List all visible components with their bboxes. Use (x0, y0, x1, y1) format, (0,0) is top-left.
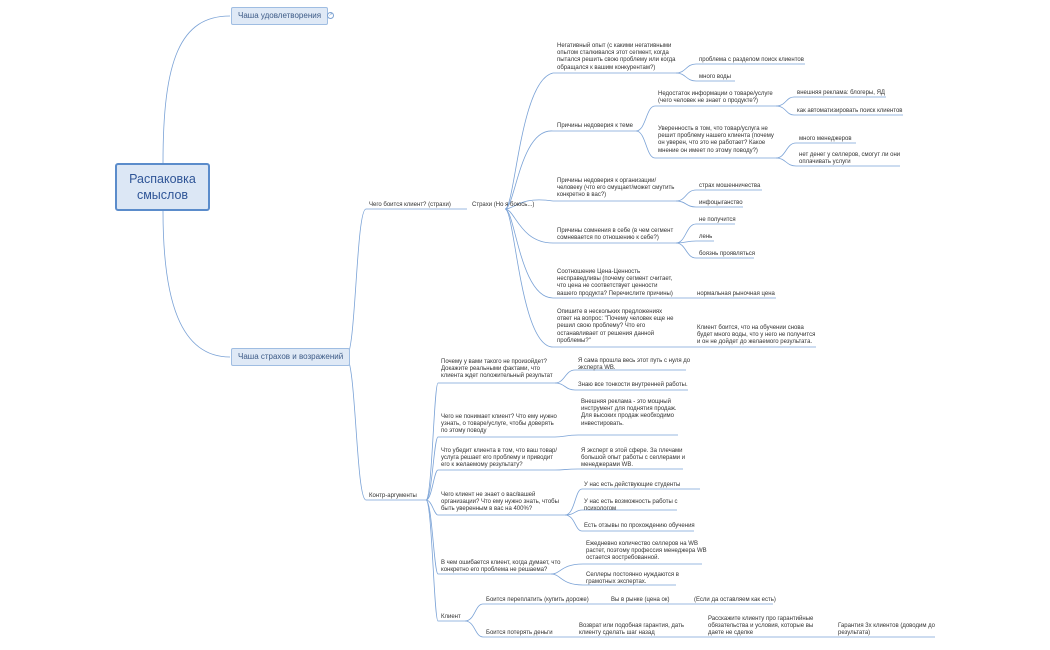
topic-counter-q3-a1[interactable]: Я эксперт в этой сфере. За плечами больш… (581, 448, 686, 469)
topic-self-1[interactable]: не получится (699, 217, 736, 223)
main-topic-satisfaction[interactable]: Чаша удовлетворения (231, 7, 329, 25)
central-topic[interactable]: Распаковка смыслов (115, 163, 210, 211)
topic-self-3[interactable]: боязнь проявляться (699, 251, 755, 257)
topic-confidence[interactable]: Уверенность в том, что товар/услуга не р… (658, 126, 774, 154)
topic-counter-q2[interactable]: Чего не понимает клиент? Что ему нужно у… (441, 414, 557, 435)
topic-price-value[interactable]: Соотношение Цена-Ценность несправедливы … (557, 269, 673, 297)
topic-counter-q1-a1[interactable]: Я сама прошла весь этот путь с нуля до э… (578, 358, 691, 372)
topic-neg-1[interactable]: проблема с разделом поиск клиентов (699, 57, 804, 63)
topic-client-c2-c[interactable]: Гарантия 3х клиентов (доводим до результ… (838, 623, 935, 637)
topic-counter-q4-a2[interactable]: У нас есть возможность работы с психолог… (584, 499, 678, 513)
topic-fears-hub[interactable]: Страхи (Но я боюсь...) (472, 202, 535, 208)
topic-counter-q5[interactable]: В чем ошибается клиент, когда думает, чт… (441, 560, 561, 574)
topic-counter-q4-a3[interactable]: Есть отзывы по прохождению обучения (584, 523, 695, 529)
topic-counter-q1-a2[interactable]: Знаю все тонкости внутренней работы. (578, 382, 688, 388)
topic-confidence-1[interactable]: много менеджеров (799, 136, 852, 142)
topic-counter-q5-a2[interactable]: Селлеры постоянно нуждаются в грамотных … (586, 572, 679, 586)
topic-counter-q3[interactable]: Что убедит клиента в том, что ваш товар/… (441, 448, 558, 469)
topic-neg-2[interactable]: много воды (699, 74, 731, 80)
topic-client[interactable]: Клиент (441, 614, 461, 620)
topic-lack-info-1[interactable]: внешняя реклама: блогеры, ЯД (797, 90, 885, 96)
topic-client-c2[interactable]: Боится потерять деньги (486, 630, 553, 636)
main-topic-fears[interactable]: Чаша страхов и возражений (231, 348, 351, 366)
topic-client-c1[interactable]: Боится переплатить (купить дороже) (486, 597, 589, 603)
topic-counter-q5-a1[interactable]: Ежедневно количество селлеров на WB раст… (586, 541, 707, 562)
topic-counter-arguments[interactable]: Контр-аргументы (369, 493, 417, 499)
topic-summary[interactable]: Опишите в нескольких предложениях ответ … (557, 309, 674, 344)
topic-client-c2-b[interactable]: Расскажите клиенту про гарантийные обяза… (708, 616, 814, 637)
topic-client-c1-a[interactable]: Вы в рынке (цена ок) (611, 597, 670, 603)
topic-negative-experience[interactable]: Негативный опыт (с какими негативными оп… (557, 43, 676, 71)
topic-summary-1[interactable]: Клиент боится, что на обучении снова буд… (697, 325, 816, 346)
topic-counter-q4-a1[interactable]: У нас есть действующие студенты (584, 482, 681, 488)
topic-what-afraid[interactable]: Чего боится клиент? (страхи) (369, 202, 451, 208)
topic-confidence-2[interactable]: нет денег у селлеров, смогут ли они опла… (799, 152, 901, 166)
topic-self-doubt[interactable]: Причины сомнения в себе (в чем сегмент с… (557, 228, 674, 242)
topic-client-c2-a[interactable]: Возврат или подобная гарантия, дать клие… (579, 623, 684, 637)
topic-org-2[interactable]: инфоцыганство (699, 200, 743, 206)
link-icon[interactable]: ↗ (327, 12, 334, 19)
topic-lack-info-2[interactable]: как автоматизировать поиск клиентов (797, 108, 903, 114)
topic-self-2[interactable]: лень (699, 234, 713, 240)
topic-org-1[interactable]: страх мошенничества (699, 183, 761, 189)
topic-counter-q2-a1[interactable]: Внешняя реклама - это мощный инструмент … (581, 399, 677, 427)
topic-distrust-topic[interactable]: Причины недоверия к теме (557, 123, 633, 129)
topic-lack-info[interactable]: Недостаток информации о товаре/услуге (ч… (658, 91, 773, 105)
topic-client-c1-b[interactable]: (Если да оставляем как есть) (694, 597, 776, 603)
topic-counter-q4[interactable]: Чего клиент не знает о вас/вашей организ… (441, 492, 559, 513)
topic-distrust-org[interactable]: Причины недоверия к организации/ человек… (557, 178, 675, 199)
topic-price-1[interactable]: нормальная рыночная цена (697, 291, 775, 297)
topic-counter-q1[interactable]: Почему у вами такого не произойдет? Дока… (441, 359, 553, 380)
